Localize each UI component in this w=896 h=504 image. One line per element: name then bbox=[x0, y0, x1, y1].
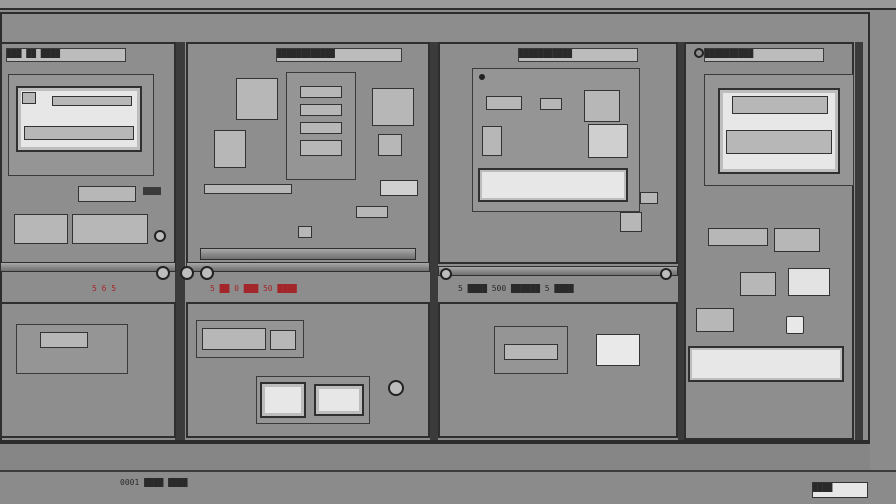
bottom-base bbox=[0, 442, 870, 472]
power-icon bbox=[694, 48, 704, 58]
panel3-corner-module[interactable] bbox=[620, 212, 642, 232]
panel3-display-small-b bbox=[540, 98, 562, 110]
panel2-right-tile[interactable] bbox=[372, 88, 414, 126]
rail-knob-mid-b[interactable] bbox=[200, 266, 214, 280]
footer-left: 0001 ████ ████ bbox=[120, 478, 240, 492]
panel1-label-strip: ███ ██ ████ bbox=[6, 48, 126, 62]
panel2-tile-2[interactable] bbox=[214, 130, 246, 168]
panel3-display-box bbox=[584, 90, 620, 122]
top-border bbox=[0, 0, 896, 10]
mid-rail-left bbox=[0, 262, 176, 272]
panel3-tag bbox=[482, 126, 502, 156]
panel2-center-screen-3 bbox=[300, 122, 342, 134]
lower-panel2-btn[interactable] bbox=[270, 330, 296, 350]
panel4-label-strip: ██████████ bbox=[704, 48, 824, 62]
vertical-divider-3 bbox=[678, 42, 684, 440]
panel2-label-text: ████████████ bbox=[277, 49, 335, 58]
right-panel-button[interactable] bbox=[786, 316, 804, 334]
footer-right-text: ████ bbox=[813, 483, 833, 492]
right-panel-readout-2 bbox=[726, 130, 832, 154]
footer-right-box: ████ bbox=[812, 482, 868, 498]
panel3-display-small-a bbox=[486, 96, 522, 110]
panel2-tiny-switch[interactable] bbox=[298, 226, 312, 238]
right-panel-module-a[interactable] bbox=[740, 272, 776, 296]
lower-panel1-window bbox=[16, 324, 128, 374]
panel2-center-screen-4 bbox=[300, 140, 342, 156]
right-panel-grid bbox=[696, 308, 734, 332]
vertical-divider-1 bbox=[175, 42, 185, 440]
panel2-lower-rail bbox=[200, 248, 416, 260]
knob-icon bbox=[479, 74, 485, 80]
rail-knob-right-b[interactable] bbox=[660, 268, 672, 280]
footer-left-text: 0001 ████ ████ bbox=[120, 478, 188, 487]
panel1-button-cluster-b[interactable] bbox=[72, 214, 148, 244]
panel3-bottom-readout bbox=[478, 168, 628, 202]
panel3-side-module[interactable] bbox=[640, 192, 658, 204]
panel2-lamp bbox=[380, 180, 418, 196]
bottom-base-line bbox=[0, 470, 896, 472]
lower-panel2-display-b bbox=[314, 384, 364, 416]
panel2-btn-small[interactable] bbox=[356, 206, 388, 218]
right-panel-box[interactable] bbox=[774, 228, 820, 252]
panel2-center-screen-2 bbox=[300, 104, 342, 116]
rail-knob-right[interactable] bbox=[440, 268, 452, 280]
rail-text-mid: 5 ██ 0 ███ 50 ████ bbox=[210, 284, 420, 298]
right-edge-post bbox=[855, 42, 863, 440]
right-panel-strip bbox=[708, 228, 768, 246]
panel2-wide-bar bbox=[204, 184, 292, 194]
rail-text-right-value: 5 ████ 500 ██████ 5 ████ bbox=[458, 284, 574, 293]
mid-rail-right bbox=[438, 266, 678, 276]
panel4-label-text: ██████████ bbox=[705, 49, 754, 58]
vertical-divider-2 bbox=[430, 42, 438, 440]
right-panel-long-readout bbox=[688, 346, 844, 382]
panel1-readout-c bbox=[24, 126, 134, 140]
panel1-readout-a bbox=[22, 92, 36, 104]
lower-panel3-grid bbox=[596, 334, 640, 366]
rail-knob-left[interactable] bbox=[156, 266, 170, 280]
mid-rail-mid bbox=[186, 262, 430, 272]
panel2-tile-1[interactable] bbox=[236, 78, 278, 120]
lower-panel3-readout bbox=[504, 344, 558, 360]
panel3-label-text: ███████████ bbox=[519, 49, 572, 58]
lower-panel2-readout bbox=[202, 328, 266, 350]
rail-text-mid-value: 5 ██ 0 ███ 50 ████ bbox=[210, 284, 297, 293]
rail-knob-mid[interactable] bbox=[180, 266, 194, 280]
panel2-label-strip: ████████████ bbox=[276, 48, 402, 62]
panel2-center-screen-1 bbox=[300, 86, 342, 98]
panel1-knob[interactable] bbox=[154, 230, 166, 242]
panel1-label-text: ███ ██ ████ bbox=[7, 49, 60, 58]
panel1-button-cluster-a[interactable] bbox=[14, 214, 68, 244]
panel2-right-tile-b[interactable] bbox=[378, 134, 402, 156]
right-panel-module-b[interactable] bbox=[788, 268, 830, 296]
right-panel-readout-1 bbox=[732, 96, 828, 114]
panel3-display-box-b bbox=[588, 124, 628, 158]
lower-panel1-readout bbox=[40, 332, 88, 348]
lower-panel2-display-a bbox=[260, 382, 306, 418]
rail-text-left-value: 5 6 5 bbox=[92, 284, 117, 293]
rail-text-right: 5 ████ 500 ██████ 5 ████ bbox=[458, 284, 668, 298]
panel1-indicator-bar bbox=[143, 187, 161, 195]
rail-text-left: 5 6 5 bbox=[92, 284, 158, 298]
lower-panel2-knob[interactable] bbox=[388, 380, 404, 396]
panel1-readout-b bbox=[52, 96, 132, 106]
panel3-label-strip: ███████████ bbox=[518, 48, 638, 62]
panel1-control-strip-a bbox=[78, 186, 136, 202]
